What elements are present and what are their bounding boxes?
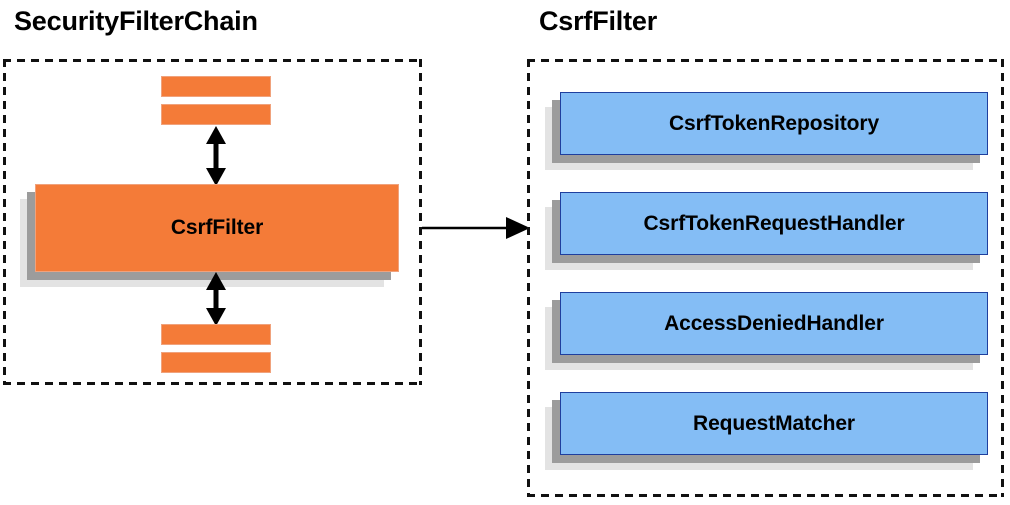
- csrffilter-block-face: CsrfFilter: [35, 184, 399, 272]
- filter-stripe-bottom-2: [161, 352, 271, 373]
- bidirectional-arrow-below-csrffilter: [206, 272, 226, 326]
- component-block-csrf-token-request-handler[interactable]: CsrfTokenRequestHandler: [545, 192, 988, 270]
- component-face: RequestMatcher: [560, 392, 988, 455]
- component-label: RequestMatcher: [693, 411, 855, 435]
- page-title-csrf-filter: CsrfFilter: [539, 6, 658, 36]
- component-block-csrf-token-repository[interactable]: CsrfTokenRepository: [545, 92, 988, 170]
- component-block-request-matcher[interactable]: RequestMatcher: [545, 392, 988, 470]
- component-face: CsrfTokenRepository: [560, 92, 988, 155]
- page-title-security-filter-chain: SecurityFilterChain: [14, 6, 258, 36]
- bidirectional-arrow-above-csrffilter: [206, 126, 226, 186]
- filter-stripe-top-2: [161, 104, 271, 125]
- csrffilter-block[interactable]: CsrfFilter: [20, 184, 399, 287]
- component-label: CsrfTokenRepository: [668, 111, 880, 135]
- component-block-access-denied-handler[interactable]: AccessDeniedHandler: [545, 292, 988, 370]
- component-face: CsrfTokenRequestHandler: [560, 192, 988, 255]
- csrffilter-block-label: CsrfFilter: [170, 216, 264, 239]
- component-label: CsrfTokenRequestHandler: [643, 211, 905, 235]
- filter-stripe-bottom-1: [161, 324, 271, 345]
- component-label: AccessDeniedHandler: [664, 311, 884, 335]
- csrffilter-to-detail-arrow: [422, 217, 530, 239]
- component-face: AccessDeniedHandler: [560, 292, 988, 355]
- filter-stripe-top-1: [161, 76, 271, 97]
